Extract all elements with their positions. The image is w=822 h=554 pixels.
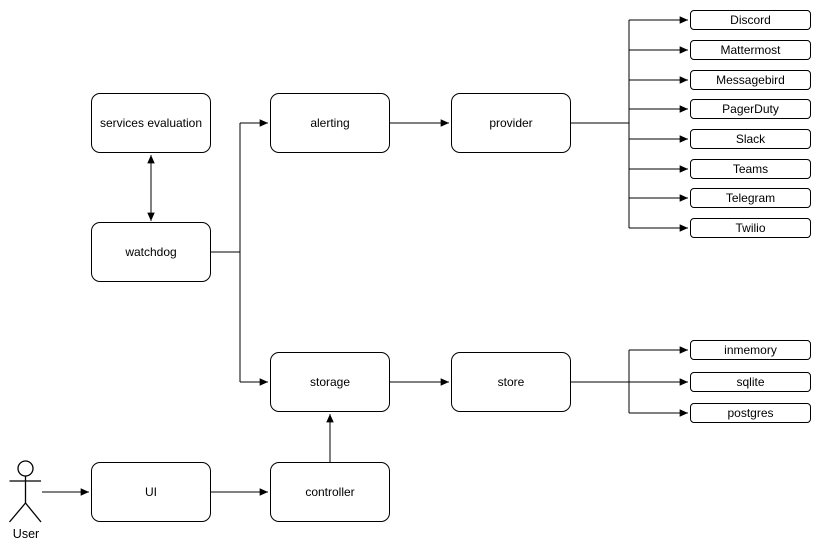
provider-target-telegram: Telegram: [690, 188, 811, 208]
node-store: store: [451, 352, 571, 412]
provider-target-twilio: Twilio: [690, 218, 811, 238]
user-actor-label: User: [12, 527, 40, 541]
provider-target-teams: Teams: [690, 159, 811, 179]
node-storage: storage: [270, 352, 390, 412]
provider-target-discord: Discord: [690, 10, 811, 30]
edges: [42, 16, 688, 496]
node-watchdog: watchdog: [91, 222, 211, 282]
provider-target-slack: Slack: [690, 129, 811, 149]
store-target-postgres: postgres: [690, 403, 811, 423]
provider-target-messagebird: Messagebird: [690, 70, 811, 90]
node-controller: controller: [270, 462, 390, 522]
node-ui: UI: [91, 462, 211, 522]
store-target-sqlite: sqlite: [690, 372, 811, 392]
node-services-evaluation: services evaluation: [91, 93, 211, 153]
user-actor-icon: [9, 460, 42, 523]
store-target-inmemory: inmemory: [690, 340, 811, 360]
provider-target-mattermost: Mattermost: [690, 40, 811, 60]
provider-target-pagerduty: PagerDuty: [690, 99, 811, 119]
node-alerting: alerting: [270, 93, 390, 153]
node-provider: provider: [451, 93, 571, 153]
